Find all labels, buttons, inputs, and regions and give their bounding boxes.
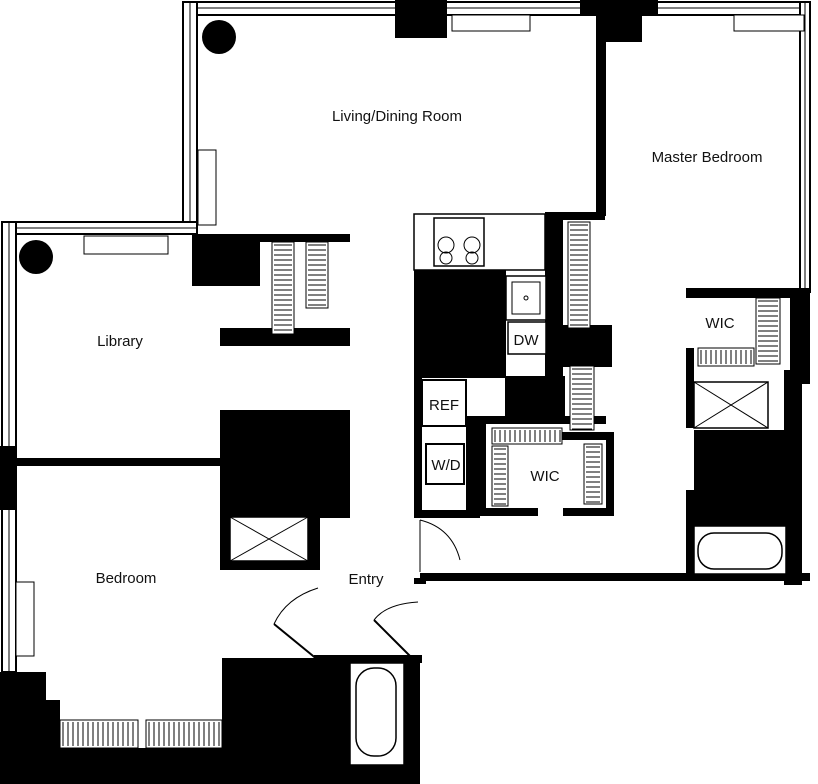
room-label-wic-hall: WIC <box>530 468 559 485</box>
room-label-bedroom: Bedroom <box>96 570 157 587</box>
kitchen <box>413 213 547 485</box>
shelf-hatch <box>274 244 292 331</box>
shelf-hatch <box>586 446 600 503</box>
shelf-hatch <box>758 300 778 362</box>
shelf-hatch <box>570 224 588 326</box>
room-label-living-dining: Living/Dining Room <box>332 108 462 125</box>
shelf-hatch <box>572 368 592 430</box>
shelf-hatch <box>494 448 506 505</box>
doors <box>273 519 461 661</box>
bath-and-kitchen-interiors <box>229 381 787 772</box>
shelf-hatch <box>308 244 326 306</box>
fixture-label-refrigerator: REF <box>429 397 459 414</box>
shelf-hatch <box>148 722 220 746</box>
shelf-hatch <box>494 430 561 442</box>
shelf-hatch <box>700 350 752 364</box>
fixture-label-dishwasher: DW <box>514 332 540 349</box>
room-label-library: Library <box>97 333 143 350</box>
closet-shelving <box>59 221 781 749</box>
room-label-wic-master: WIC <box>705 315 734 332</box>
fixture-label-washer-dryer: W/D <box>431 457 460 474</box>
room-label-entry: Entry <box>348 571 384 588</box>
shelf-hatch <box>62 722 134 746</box>
room-label-master-bedroom: Master Bedroom <box>652 149 763 166</box>
